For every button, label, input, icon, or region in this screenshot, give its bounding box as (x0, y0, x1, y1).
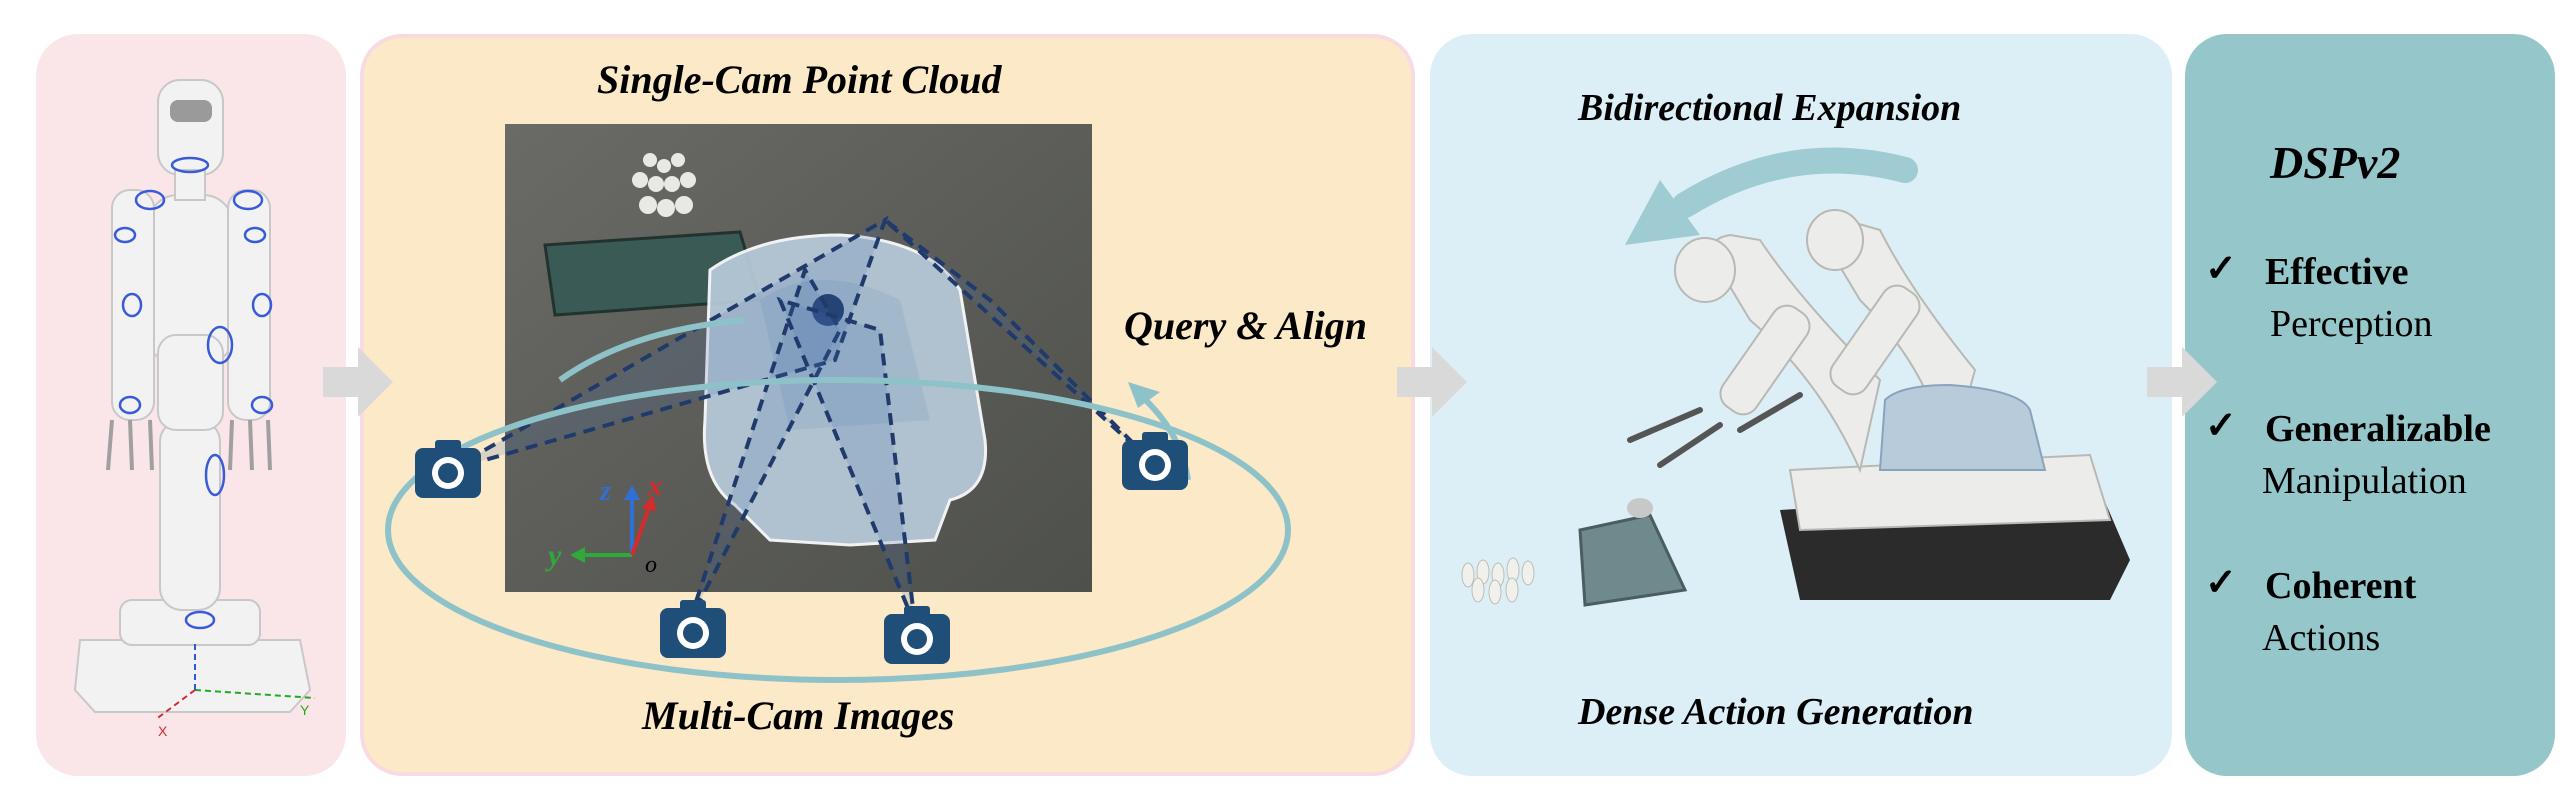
single-cam-label: Single-Cam Point Cloud (597, 57, 1002, 102)
axis-x-label: x (647, 471, 662, 502)
summary-item-plain: Actions (2262, 617, 2381, 659)
camera-icons (415, 432, 1188, 664)
summary-item-bold: Generalizable (2265, 408, 2491, 450)
summary-item-plain: Perception (2270, 303, 2433, 345)
axis-origin-label: o (645, 552, 657, 578)
summary-panel (2185, 34, 2555, 776)
query-align-label: Query & Align (1124, 303, 1367, 348)
check-icon: ✓ (2205, 405, 2237, 447)
summary-item-plain: Manipulation (2262, 460, 2467, 502)
dense-action-label: Dense Action Generation (1578, 691, 1974, 733)
flow-arrow-1 (323, 347, 393, 417)
summary-item-bold: Coherent (2265, 565, 2417, 607)
bidirectional-label: Bidirectional Expansion (1578, 87, 1962, 129)
axis-y-label: y (545, 539, 562, 572)
multi-cam-label: Multi-Cam Images (642, 693, 955, 738)
robot-axis-y-label: Y (300, 702, 310, 718)
flow-arrow-3 (2147, 347, 2217, 417)
expansion-arrow (1672, 147, 1918, 218)
robot-axis-x-label: X (158, 723, 168, 739)
check-icon: ✓ (2205, 562, 2237, 604)
flow-arrow-2 (1397, 347, 1467, 417)
summary-item-bold: Effective (2265, 251, 2409, 293)
check-icon: ✓ (2205, 248, 2237, 290)
summary-title: DSPv2 (2270, 137, 2401, 188)
axis-z-label: z (599, 476, 611, 507)
